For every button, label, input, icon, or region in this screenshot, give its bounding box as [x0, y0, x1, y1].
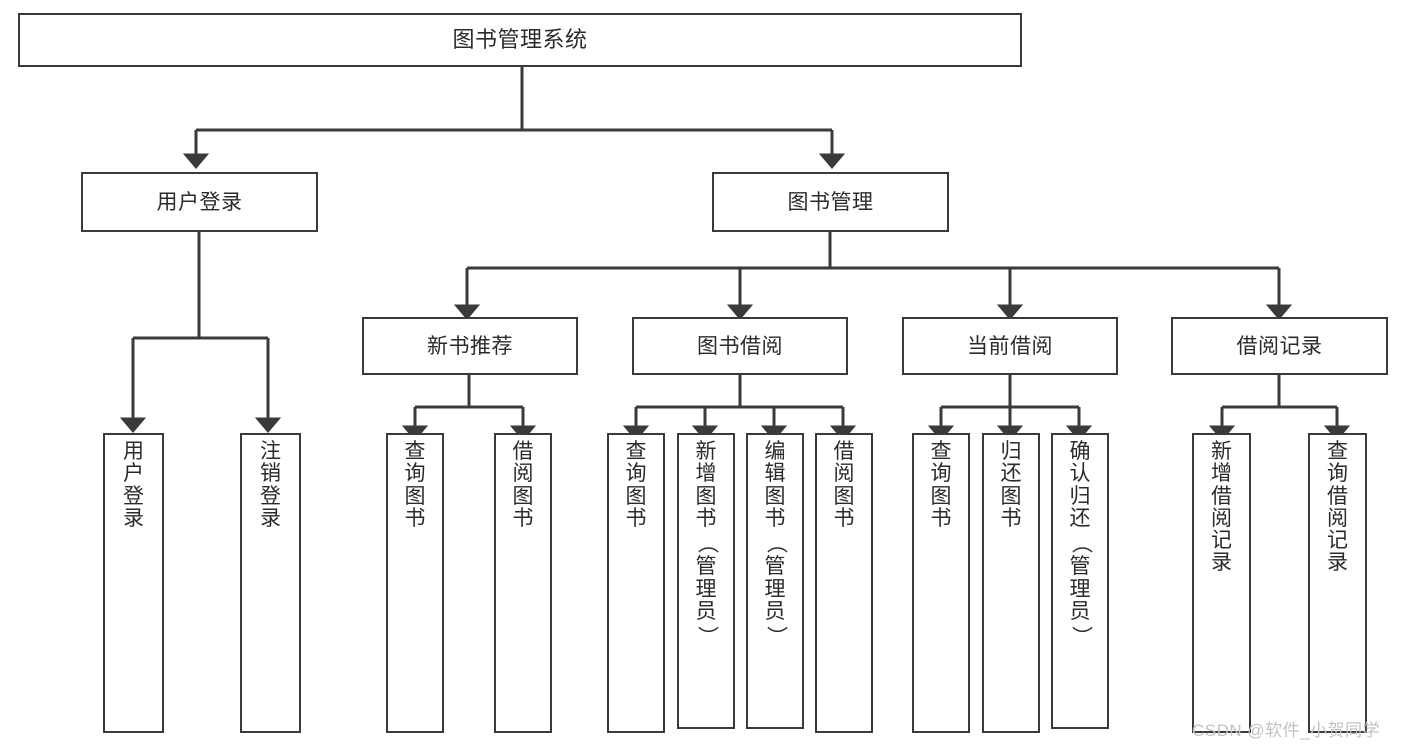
node-label: 图书管理 — [787, 190, 874, 214]
vertical-label: 查询图书 — [930, 440, 952, 530]
watermark-text: CSDN @软件_小贺同学 — [1192, 721, 1381, 740]
node-leaf-return-book[interactable]: 归还图书 — [982, 433, 1040, 733]
vertical-label: 借阅图书 — [512, 440, 534, 530]
node-leaf-borrow-book-1[interactable]: 借阅图书 — [494, 433, 552, 733]
vertical-label: 确认归还（管理员） — [1069, 440, 1093, 647]
node-leaf-add-record[interactable]: 新增借阅记录 — [1192, 433, 1251, 733]
node-user-login[interactable]: 用户登录 — [81, 172, 318, 232]
vertical-label: 查询图书 — [625, 440, 647, 530]
node-label: 用户登录 — [156, 190, 243, 214]
vertical-label: 查询图书 — [404, 440, 426, 530]
node-leaf-add-book-admin[interactable]: 新增图书（管理员） — [677, 433, 735, 729]
node-leaf-edit-book-admin[interactable]: 编辑图书（管理员） — [746, 433, 804, 729]
vertical-label: 新增图书（管理员） — [695, 440, 719, 647]
node-book-management-system[interactable]: 图书管理系统 — [18, 13, 1022, 67]
node-label: 当前借阅 — [967, 334, 1053, 358]
node-leaf-query-book-3[interactable]: 查询图书 — [912, 433, 970, 733]
node-label: 借阅记录 — [1236, 334, 1323, 358]
node-book-borrow[interactable]: 图书借阅 — [632, 317, 848, 375]
node-leaf-logout-login[interactable]: 注销登录 — [240, 433, 301, 733]
node-label: 新书推荐 — [427, 334, 513, 358]
node-leaf-user-login[interactable]: 用户登录 — [103, 433, 164, 733]
node-new-book-recommend[interactable]: 新书推荐 — [362, 317, 578, 375]
node-leaf-query-record[interactable]: 查询借阅记录 — [1308, 433, 1367, 733]
node-leaf-query-book-1[interactable]: 查询图书 — [386, 433, 444, 733]
node-leaf-borrow-book-2[interactable]: 借阅图书 — [815, 433, 873, 733]
vertical-label: 借阅图书 — [833, 440, 855, 530]
vertical-label: 新增借阅记录 — [1211, 440, 1232, 575]
node-leaf-confirm-return[interactable]: 确认归还（管理员） — [1051, 433, 1109, 729]
node-current-borrow[interactable]: 当前借阅 — [902, 317, 1118, 375]
vertical-label: 编辑图书（管理员） — [764, 440, 788, 647]
node-label: 图书管理系统 — [452, 27, 588, 52]
node-book-manage[interactable]: 图书管理 — [712, 172, 949, 232]
vertical-label: 注销登录 — [260, 440, 281, 530]
node-label: 图书借阅 — [697, 334, 783, 358]
vertical-label: 查询借阅记录 — [1327, 440, 1348, 575]
node-leaf-query-book-2[interactable]: 查询图书 — [607, 433, 665, 733]
node-borrow-record[interactable]: 借阅记录 — [1171, 317, 1388, 375]
vertical-label: 归还图书 — [1000, 440, 1022, 530]
vertical-label: 用户登录 — [123, 440, 144, 530]
